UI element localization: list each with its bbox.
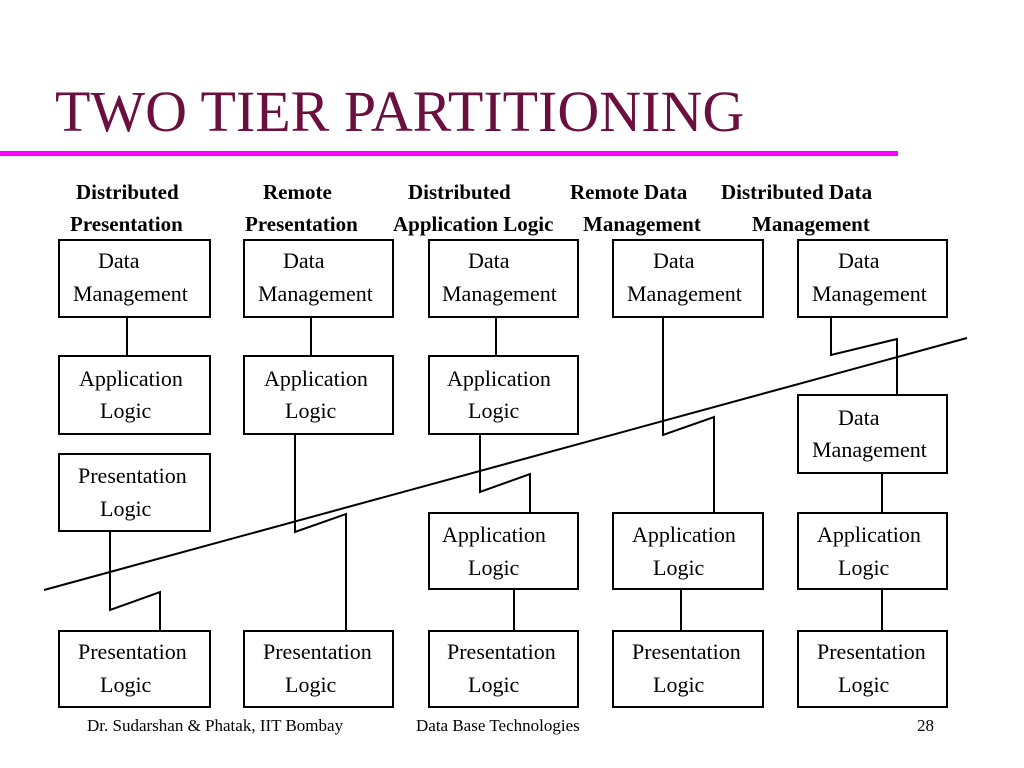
box-label: Logic [838,672,890,697]
box-label: Presentation [263,639,372,664]
column-header-distributed-application-logic: Distributed Application Logic [393,176,553,240]
column-header-line: Distributed [408,180,511,204]
box-label: Logic [100,672,152,697]
presentation-logic-box: Presentation Logic [58,630,211,708]
column-header-remote-data-management: Remote Data Management [570,176,701,240]
box-label: Logic [468,555,520,580]
box-label: Presentation [78,639,187,664]
box-label: Logic [838,555,890,580]
split-connector [479,434,531,512]
box-label: Data [653,248,695,273]
box-label: Logic [100,398,152,423]
column-header-line: Distributed Data [721,180,873,204]
column-header-distributed-presentation: Distributed Presentation [70,176,183,240]
box-label: Management [73,281,188,306]
presentation-logic-box: Presentation Logic [428,630,579,708]
data-management-box: Data Management [612,239,764,318]
application-logic-box: Application Logic [58,355,211,435]
box-label: Application [79,366,183,391]
split-connector [830,317,898,394]
application-logic-box: Application Logic [797,512,948,590]
box-label: Management [812,437,927,462]
split-connector [294,434,347,630]
presentation-logic-box: Presentation Logic [612,630,764,708]
application-logic-box: Application Logic [428,355,579,435]
box-label: Management [442,281,557,306]
footer-authors: Dr. Sudarshan & Phatak, IIT Bombay [87,716,344,735]
column-header-distributed-data-management: Distributed Data Management [721,176,872,240]
data-management-box: Data Management [243,239,394,318]
box-label: Management [258,281,373,306]
presentation-logic-box: Presentation Logic [58,453,211,532]
box-label: Data [838,248,880,273]
box-label: Logic [468,672,520,697]
box-label: Logic [653,672,705,697]
column-header-line: Distributed [76,180,179,204]
column-header-line: Management [583,212,701,236]
box-label: Management [812,281,927,306]
footer-course: Data Base Technologies [416,716,580,735]
title-underline [0,151,898,156]
box-label: Presentation [78,463,187,488]
column-header-line: Presentation [245,212,358,236]
application-logic-box: Application Logic [428,512,579,590]
data-management-box: Data Management [428,239,579,318]
application-logic-box: Application Logic [243,355,394,435]
box-label: Presentation [817,639,926,664]
box-label: Data [838,405,880,430]
box-label: Application [447,366,551,391]
application-logic-box: Application Logic [612,512,764,590]
split-connector [109,532,161,630]
column-header-line: Remote Data [570,180,688,204]
box-label: Logic [100,496,152,521]
box-label: Data [283,248,325,273]
presentation-logic-box: Presentation Logic [797,630,948,708]
column-header-line: Application Logic [393,212,554,236]
box-label: Management [627,281,742,306]
data-management-box: Data Management [58,239,211,318]
box-label: Application [817,522,921,547]
box-label: Logic [468,398,520,423]
box-label: Logic [285,672,337,697]
box-label: Logic [285,398,337,423]
data-management-box: Data Management [797,394,948,474]
slide-title: TWO TIER PARTITIONING [55,79,745,144]
box-label: Data [468,248,510,273]
box-label: Application [442,522,546,547]
split-connector [662,317,715,512]
box-label: Data [98,248,140,273]
box-label: Logic [653,555,705,580]
column-header-line: Remote [263,180,332,204]
column-header-remote-presentation: Remote Presentation [245,176,358,240]
tier-partition-line [43,337,968,591]
box-label: Presentation [447,639,556,664]
box-label: Presentation [632,639,741,664]
page-number: 28 [917,716,934,735]
box-label: Application [632,522,736,547]
data-management-box: Data Management [797,239,948,318]
column-header-line: Presentation [70,212,183,236]
presentation-logic-box: Presentation Logic [243,630,394,708]
box-label: Application [264,366,368,391]
column-header-line: Management [752,212,870,236]
